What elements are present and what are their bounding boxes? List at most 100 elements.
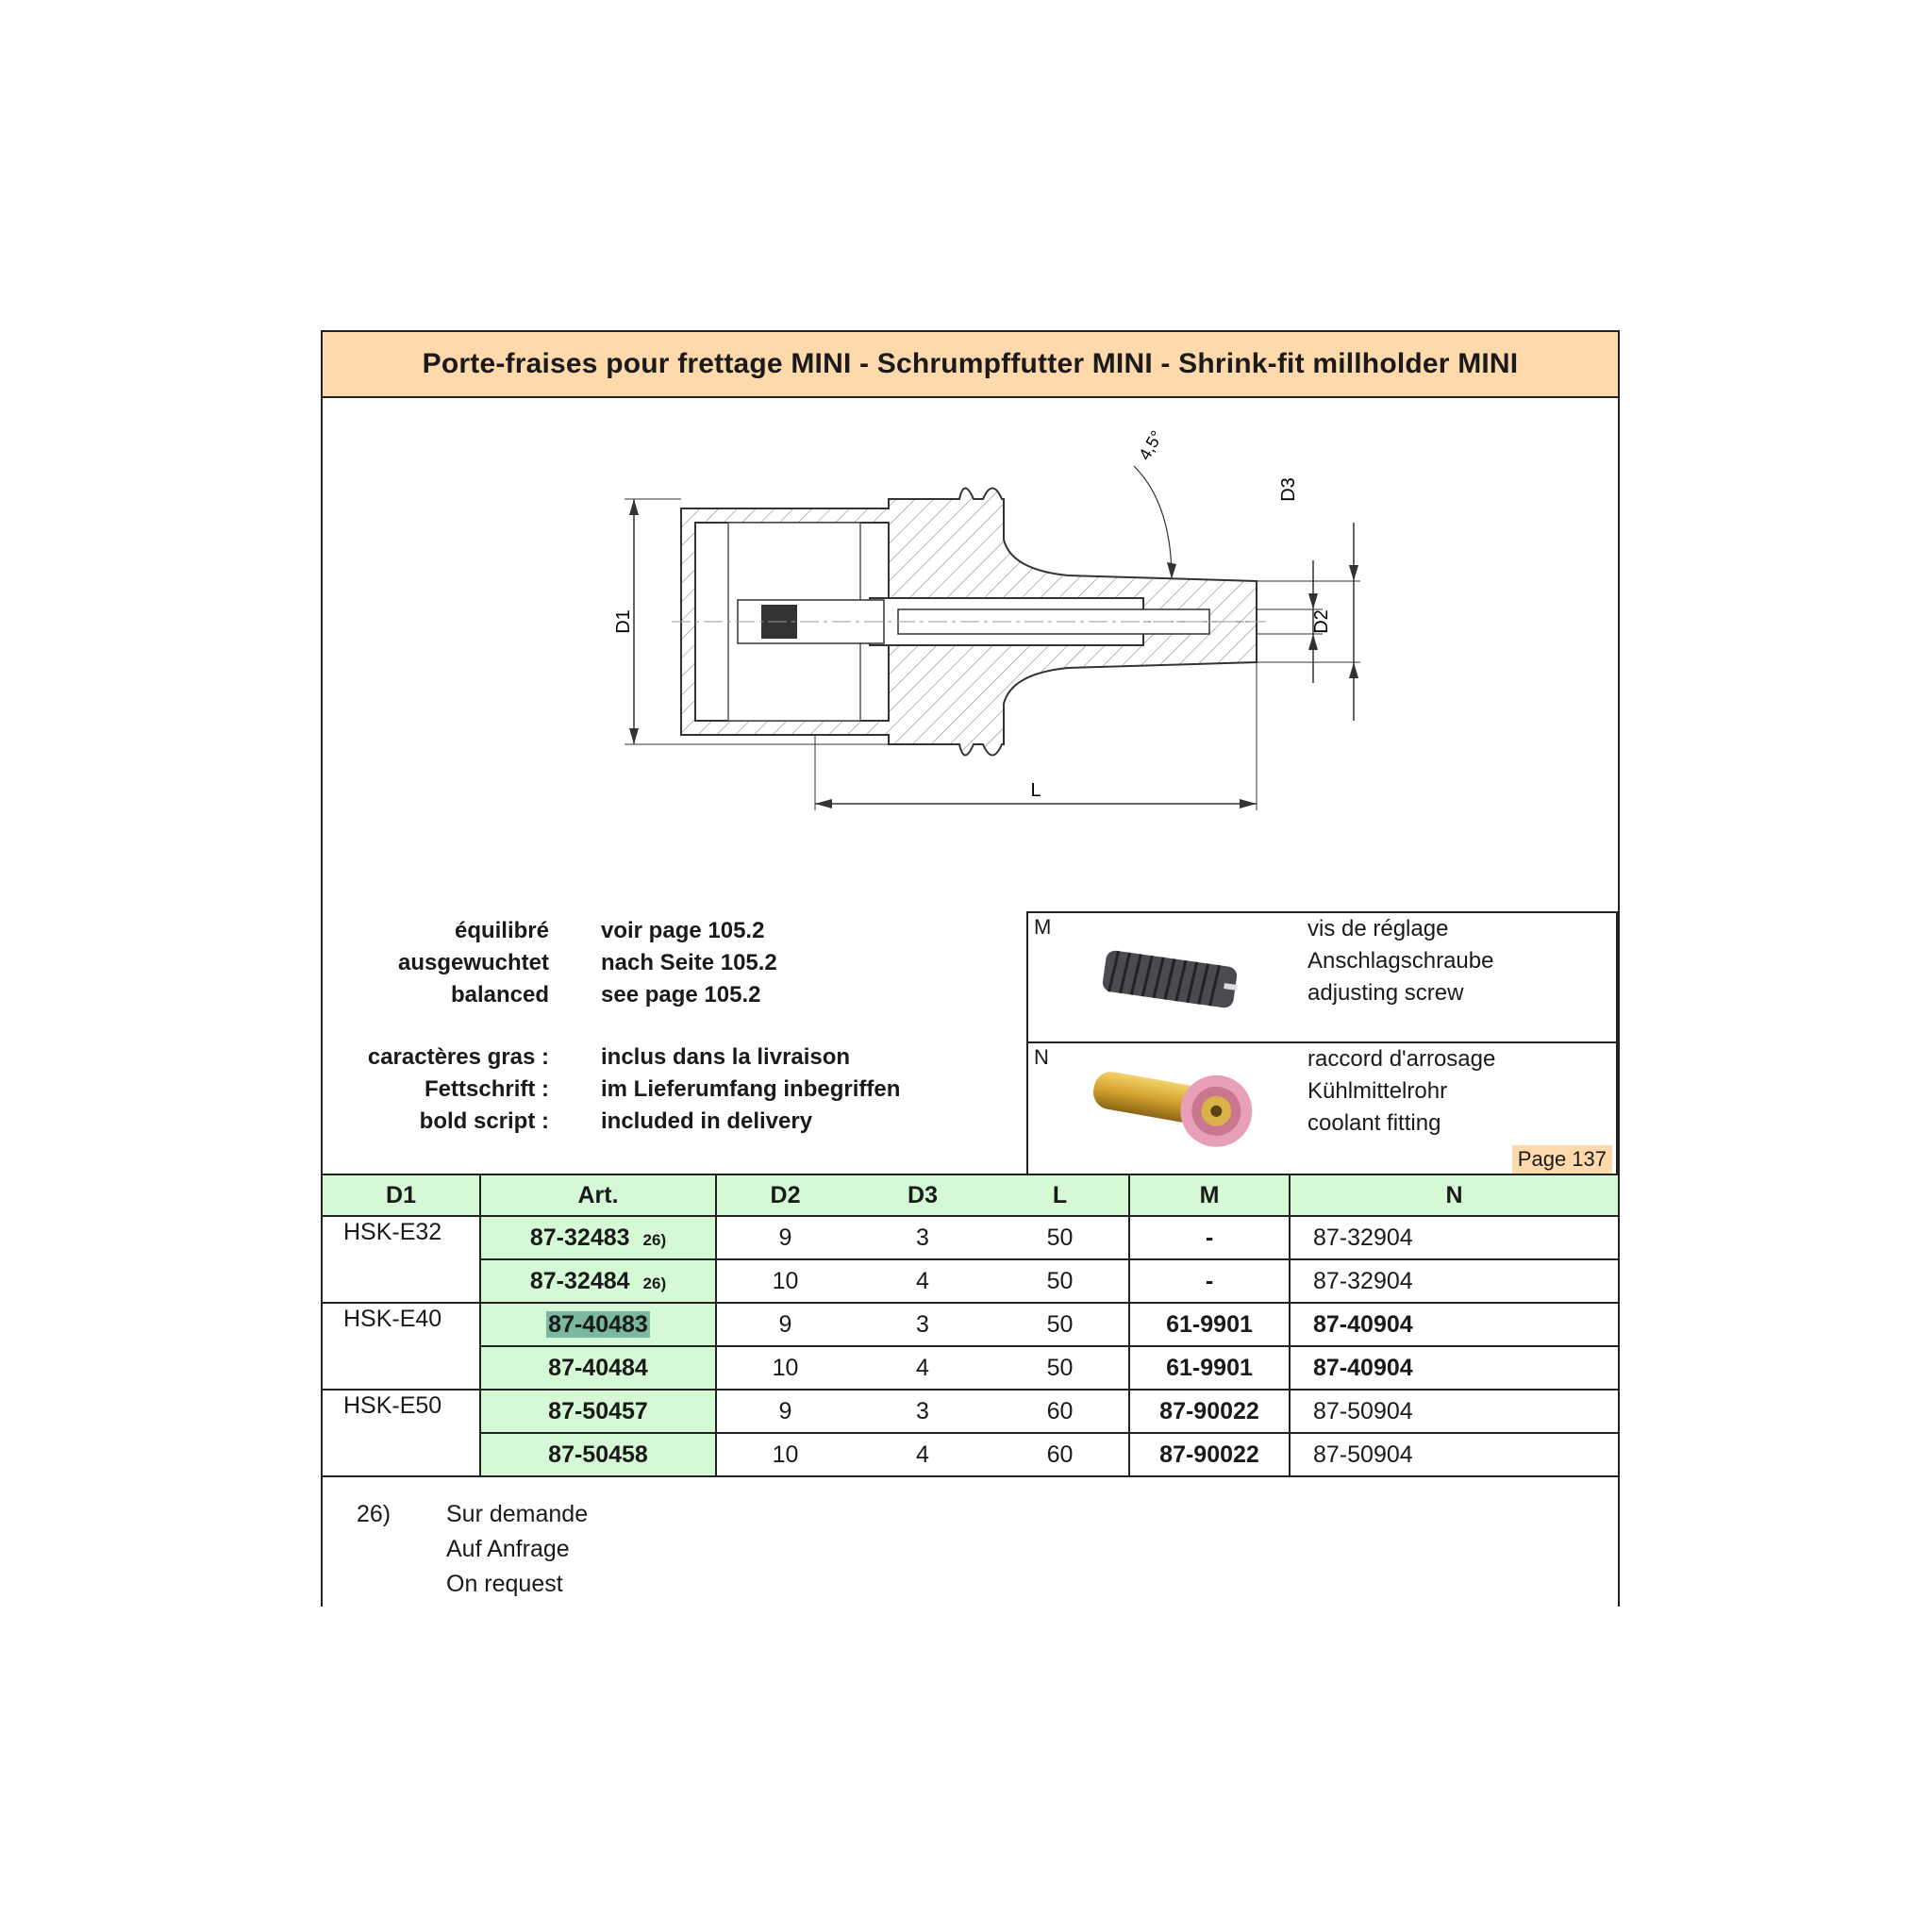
bold-label-fr: caractères gras :: [367, 1044, 549, 1070]
col-header-d2: D2: [715, 1174, 854, 1217]
cell-m: 87-90022: [1128, 1432, 1291, 1477]
bold-value-en: included in delivery: [601, 1108, 813, 1134]
cell-m: -: [1128, 1258, 1291, 1304]
accessory-m-line-fr: vis de réglage: [1307, 916, 1449, 941]
table-row: 87-50458 10 4 60 87-90022 87-50904: [323, 1432, 1618, 1477]
table-header-row: D1 Art. D2 D3 L M N: [323, 1174, 1618, 1217]
cell-m: 61-9901: [1128, 1302, 1291, 1347]
spec-table: D1 Art. D2 D3 L M N HSK-E32 87-32483 26) …: [323, 1174, 1618, 1477]
cell-n: 87-50904: [1290, 1432, 1618, 1477]
page-reference-link[interactable]: Page 137: [1511, 1145, 1612, 1174]
accessory-m-text: vis de réglage Anschlagschraube adjustin…: [1307, 913, 1493, 1009]
table-row: HSK-E50 87-50457 9 3 60 87-90022 87-5090…: [323, 1389, 1618, 1477]
cell-l: 60: [991, 1432, 1129, 1477]
bold-script-labels: caractères gras : Fettschrift : bold scr…: [323, 1041, 549, 1138]
footnote: 26) Sur demande Auf Anfrage On request: [357, 1497, 588, 1602]
cell-l: 60: [991, 1389, 1129, 1434]
cell-d3: 4: [854, 1432, 991, 1477]
cell-d3: 3: [854, 1389, 991, 1434]
bold-label-de: Fettschrift :: [425, 1076, 549, 1102]
cell-art[interactable]: 87-32483 26): [480, 1215, 717, 1260]
cell-l: 50: [991, 1345, 1129, 1391]
col-header-art: Art.: [479, 1174, 717, 1217]
balanced-label-en: balanced: [450, 982, 549, 1008]
cell-d3: 3: [854, 1302, 991, 1347]
cell-d2: 9: [716, 1302, 854, 1347]
cell-d2: 10: [716, 1258, 854, 1304]
cell-d1: HSK-E40: [323, 1302, 481, 1391]
cell-art[interactable]: 87-50458: [480, 1432, 717, 1477]
accessory-m-line-en: adjusting screw: [1307, 980, 1464, 1006]
cell-art[interactable]: 87-32484 26): [480, 1258, 717, 1304]
col-header-d3: D3: [854, 1174, 991, 1217]
accessory-m-letter: M: [1034, 915, 1052, 939]
cell-n: 87-40904: [1290, 1345, 1618, 1391]
cell-d3: 4: [854, 1345, 991, 1391]
accessory-n-box: N raccord d'arrosage Kühlmittelrohr cool…: [1026, 1041, 1618, 1175]
article-number[interactable]: 87-50458: [548, 1441, 648, 1468]
adjusting-screw-icon: [1102, 950, 1238, 1008]
cell-d2: 10: [716, 1432, 854, 1477]
cell-d3: 4: [854, 1258, 991, 1304]
footnote-ref: 26): [642, 1274, 667, 1292]
balanced-value-de: nach Seite 105.2: [601, 950, 777, 975]
accessory-n-text: raccord d'arrosage Kühlmittelrohr coolan…: [1307, 1043, 1495, 1140]
cell-m: 87-90022: [1128, 1389, 1291, 1434]
dim-angle-label: 4,5°: [1135, 427, 1166, 463]
cell-d3: 3: [854, 1215, 991, 1260]
bold-label-en: bold script :: [419, 1108, 549, 1134]
cell-n: 87-40904: [1290, 1302, 1618, 1347]
col-header-d1: D1: [323, 1174, 481, 1217]
cell-art[interactable]: 87-40484: [480, 1345, 717, 1391]
cell-n: 87-32904: [1290, 1258, 1618, 1304]
accessory-m-line-de: Anschlagschraube: [1307, 948, 1494, 974]
col-header-n: N: [1289, 1174, 1618, 1217]
cell-l: 50: [991, 1215, 1129, 1260]
cell-d2: 9: [716, 1389, 854, 1434]
footnote-ref: 26): [642, 1230, 667, 1249]
page-title: Porte-fraises pour frettage MINI - Schru…: [422, 348, 1519, 379]
footnote-marker: 26): [357, 1501, 391, 1527]
accessory-n-line-en: coolant fitting: [1307, 1110, 1441, 1136]
table-row: HSK-E40 87-40483 9 3 50 61-9901 87-40904: [323, 1302, 1618, 1391]
cell-l: 50: [991, 1302, 1129, 1347]
article-number[interactable]: 87-40484: [548, 1354, 648, 1381]
table-row: 87-40484 10 4 50 61-9901 87-40904: [323, 1345, 1618, 1391]
cell-d2: 9: [716, 1215, 854, 1260]
coolant-fitting-icon: [1093, 1072, 1253, 1147]
col-header-m: M: [1128, 1174, 1291, 1217]
footnote-line-fr: Sur demande: [446, 1501, 589, 1527]
balanced-label-de: ausgewuchtet: [397, 950, 549, 975]
cell-art[interactable]: 87-50457: [480, 1389, 717, 1434]
table-row: 87-32484 26) 10 4 50 - 87-32904: [323, 1258, 1618, 1304]
bold-value-fr: inclus dans la livraison: [601, 1044, 851, 1070]
cell-l: 50: [991, 1258, 1129, 1304]
accessory-m-box: M vis de réglage Anschlagschraube adjust…: [1026, 911, 1618, 1043]
balanced-labels: équilibré ausgewuchtet balanced: [323, 915, 549, 1011]
product-sheet: Porte-fraises pour frettage MINI - Schru…: [321, 330, 1620, 1607]
article-number-selected[interactable]: 87-40483: [546, 1310, 650, 1338]
cell-art[interactable]: 87-40483: [480, 1302, 717, 1347]
dim-l-label: L: [1030, 780, 1041, 801]
cell-m: -: [1128, 1215, 1291, 1260]
accessory-n-line-fr: raccord d'arrosage: [1307, 1046, 1496, 1072]
article-number[interactable]: 87-32483: [529, 1224, 630, 1251]
dim-d3-label: D3: [1278, 477, 1299, 502]
balanced-values: voir page 105.2 nach Seite 105.2 see pag…: [601, 915, 978, 1011]
dim-d1-label: D1: [613, 609, 634, 634]
table-row: HSK-E32 87-32483 26) 9 3 50 - 87-32904: [323, 1215, 1618, 1304]
bold-value-de: im Lieferumfang inbegriffen: [601, 1076, 901, 1102]
footnote-line-en: On request: [446, 1571, 563, 1597]
cell-d1: HSK-E32: [323, 1215, 481, 1304]
technical-drawing: D1 L D2 D3 4,5°: [613, 427, 1360, 810]
cell-d1: HSK-E50: [323, 1389, 481, 1477]
dim-d2-label: D2: [1311, 609, 1332, 634]
accessory-n-line-de: Kühlmittelrohr: [1307, 1078, 1448, 1104]
cell-d2: 10: [716, 1345, 854, 1391]
article-number[interactable]: 87-50457: [548, 1397, 648, 1424]
article-number[interactable]: 87-32484: [529, 1267, 630, 1294]
col-header-l: L: [991, 1174, 1130, 1217]
cell-n: 87-50904: [1290, 1389, 1618, 1434]
balanced-value-en: see page 105.2: [601, 982, 761, 1008]
accessory-n-letter: N: [1034, 1045, 1049, 1069]
